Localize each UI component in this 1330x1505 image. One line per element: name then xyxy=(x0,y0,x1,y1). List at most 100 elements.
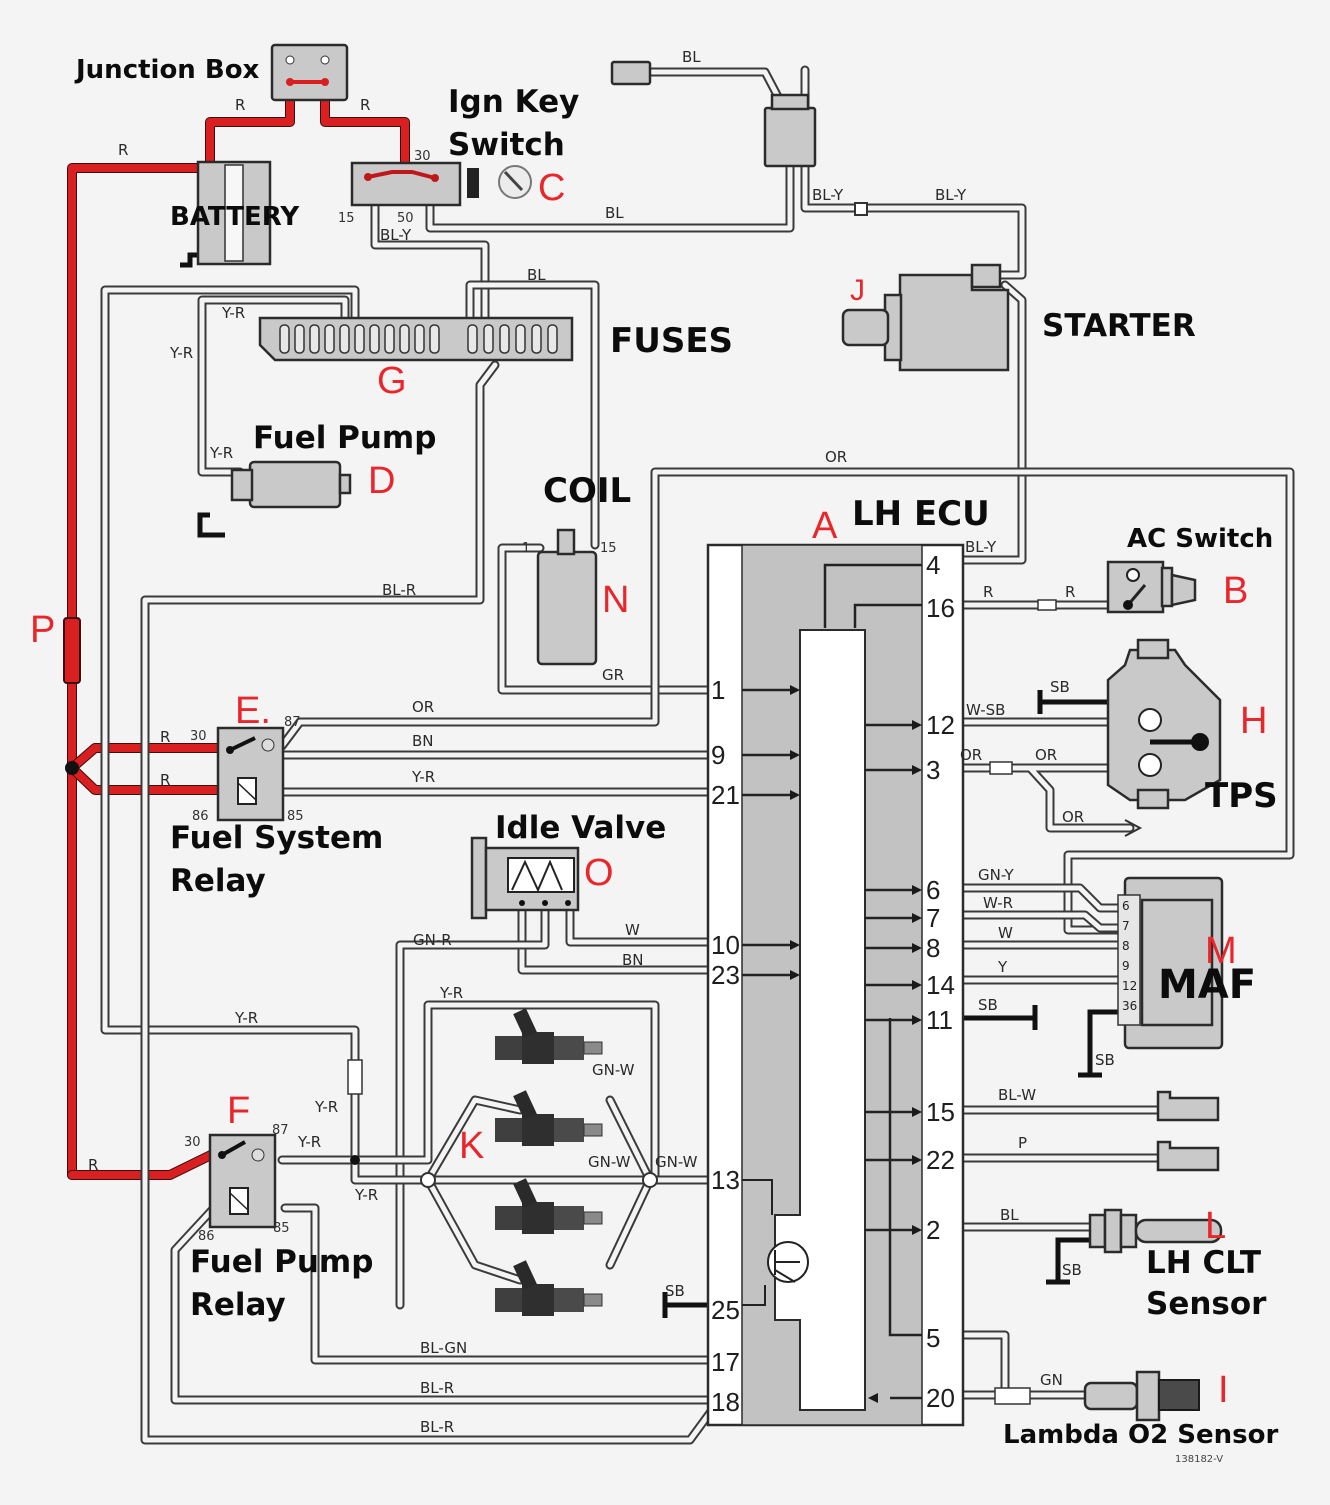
arrow-icon xyxy=(912,943,922,953)
wire-code: OR xyxy=(1035,746,1057,764)
ecu-pin-20: 20 xyxy=(926,1383,955,1413)
wire-code: OR xyxy=(412,698,434,716)
label-starter: STARTER xyxy=(1042,308,1196,344)
fuse-icon xyxy=(531,324,542,354)
fuse-icon xyxy=(384,324,395,354)
letter-k: K xyxy=(459,1125,484,1167)
wire-code: SB xyxy=(978,996,998,1014)
lambda-o2-sensor[interactable] xyxy=(994,1370,1200,1422)
wire-code: SB xyxy=(665,1282,685,1300)
throttle-position-sensor[interactable] xyxy=(989,638,1222,837)
lh-ecu[interactable] xyxy=(706,543,965,1427)
junction-box[interactable] xyxy=(270,43,349,102)
arrow-icon xyxy=(790,685,800,695)
ground-symbols xyxy=(180,252,1125,1318)
fuse-icon xyxy=(339,324,350,354)
ecu-pin-2: 2 xyxy=(926,1215,940,1245)
letter-o: O xyxy=(584,852,614,894)
injector-icon xyxy=(495,1118,523,1142)
letter-a: A xyxy=(812,505,838,547)
ecu-pin-1: 1 xyxy=(711,675,725,705)
fuse-icon xyxy=(354,324,365,354)
injector-icon xyxy=(495,1288,523,1312)
label-fp-relay-line2: Relay xyxy=(190,1287,286,1323)
wire-code: Y-R xyxy=(234,1009,258,1027)
wire-code: R xyxy=(1065,583,1075,601)
ecu-pin-12: 12 xyxy=(926,710,955,740)
wire-code: GN-Y xyxy=(978,866,1014,884)
term-f-86: 86 xyxy=(198,1229,215,1244)
wire-code: GN-R xyxy=(413,931,452,949)
fuse-slots xyxy=(279,324,558,354)
fuse-icon xyxy=(483,324,494,354)
wire-code: Y-R xyxy=(354,1186,378,1204)
wire-code: Y-R xyxy=(439,984,463,1002)
fuse-icon xyxy=(279,324,290,354)
label-lh-ecu: LH ECU xyxy=(852,494,990,534)
ecu-pin-9: 9 xyxy=(711,740,725,770)
coolant-temp-sensor[interactable] xyxy=(1088,1208,1223,1254)
ecu-pin-4: 4 xyxy=(926,550,940,580)
ecu-pin-5: 5 xyxy=(926,1323,940,1353)
starter-motor[interactable] xyxy=(841,263,1010,372)
ground-fuel-pump xyxy=(197,512,225,538)
ignition-switch[interactable] xyxy=(350,161,532,207)
fuse-icon xyxy=(369,324,380,354)
connector-p[interactable] xyxy=(1156,1140,1220,1172)
wire-code: Y-R xyxy=(314,1098,338,1116)
ecu-pin-21: 21 xyxy=(711,780,740,810)
ecu-signal-arrows xyxy=(742,685,922,1403)
arrow-icon xyxy=(868,1393,878,1403)
label-clt-line2: Sensor xyxy=(1146,1286,1267,1322)
wire-code: BL-GN xyxy=(420,1339,467,1357)
wire-code: BN xyxy=(412,732,434,750)
fuel-pump[interactable] xyxy=(230,460,352,509)
fuse-icon xyxy=(499,324,510,354)
arrow-icon xyxy=(912,913,922,923)
ecu-pin-3: 3 xyxy=(926,755,940,785)
wire-code: OR xyxy=(1062,808,1084,826)
wire-code: R xyxy=(983,583,993,601)
battery[interactable] xyxy=(196,160,272,266)
ac-switch[interactable] xyxy=(1037,560,1197,614)
letter-b: B xyxy=(1223,570,1248,612)
label-junction-box: Junction Box xyxy=(74,55,260,85)
fuse-icon xyxy=(324,324,335,354)
letter-l: L xyxy=(1205,1205,1226,1247)
wire-code: BL-R xyxy=(382,581,416,599)
fuse-icon xyxy=(547,324,558,354)
idle-valve[interactable] xyxy=(470,836,580,920)
ignition-coil[interactable] xyxy=(536,528,598,666)
fuel-injectors[interactable] xyxy=(495,1008,603,1316)
label-ign-key-line1: Ign Key xyxy=(448,84,579,120)
fuse-icon xyxy=(515,324,526,354)
label-ac-switch: AC Switch xyxy=(1127,524,1273,554)
wire-code: BL-W xyxy=(998,1086,1036,1104)
splice-point xyxy=(65,761,79,775)
letter-d: D xyxy=(368,460,395,502)
ecu-pin-17: 17 xyxy=(711,1347,740,1377)
letter-n: N xyxy=(602,579,629,621)
ecu-pin-18: 18 xyxy=(711,1387,740,1417)
wire-code: BL xyxy=(682,48,701,66)
fuse-icon xyxy=(399,324,410,354)
fuel-pump-relay[interactable] xyxy=(208,1059,363,1229)
connector-bl-w[interactable] xyxy=(1156,1090,1220,1122)
wire-code: R xyxy=(160,728,170,746)
term-f-85: 85 xyxy=(273,1221,290,1236)
letter-g: G xyxy=(377,360,407,402)
fuel-system-relay[interactable] xyxy=(216,726,285,822)
term-e-86: 86 xyxy=(192,809,209,824)
wire-code: BL-Y xyxy=(965,538,997,556)
fuse-box[interactable] xyxy=(258,316,574,362)
label-fs-relay-line1: Fuel System xyxy=(170,820,383,856)
ecu-pin-8: 8 xyxy=(926,933,940,963)
letter-c: C xyxy=(538,167,565,209)
wire-code: BL xyxy=(1000,1206,1019,1224)
letter-e: E. xyxy=(235,690,271,732)
fuse-icon xyxy=(414,324,425,354)
wire-code: OR xyxy=(825,448,847,466)
term-e-87: 87 xyxy=(284,715,301,730)
